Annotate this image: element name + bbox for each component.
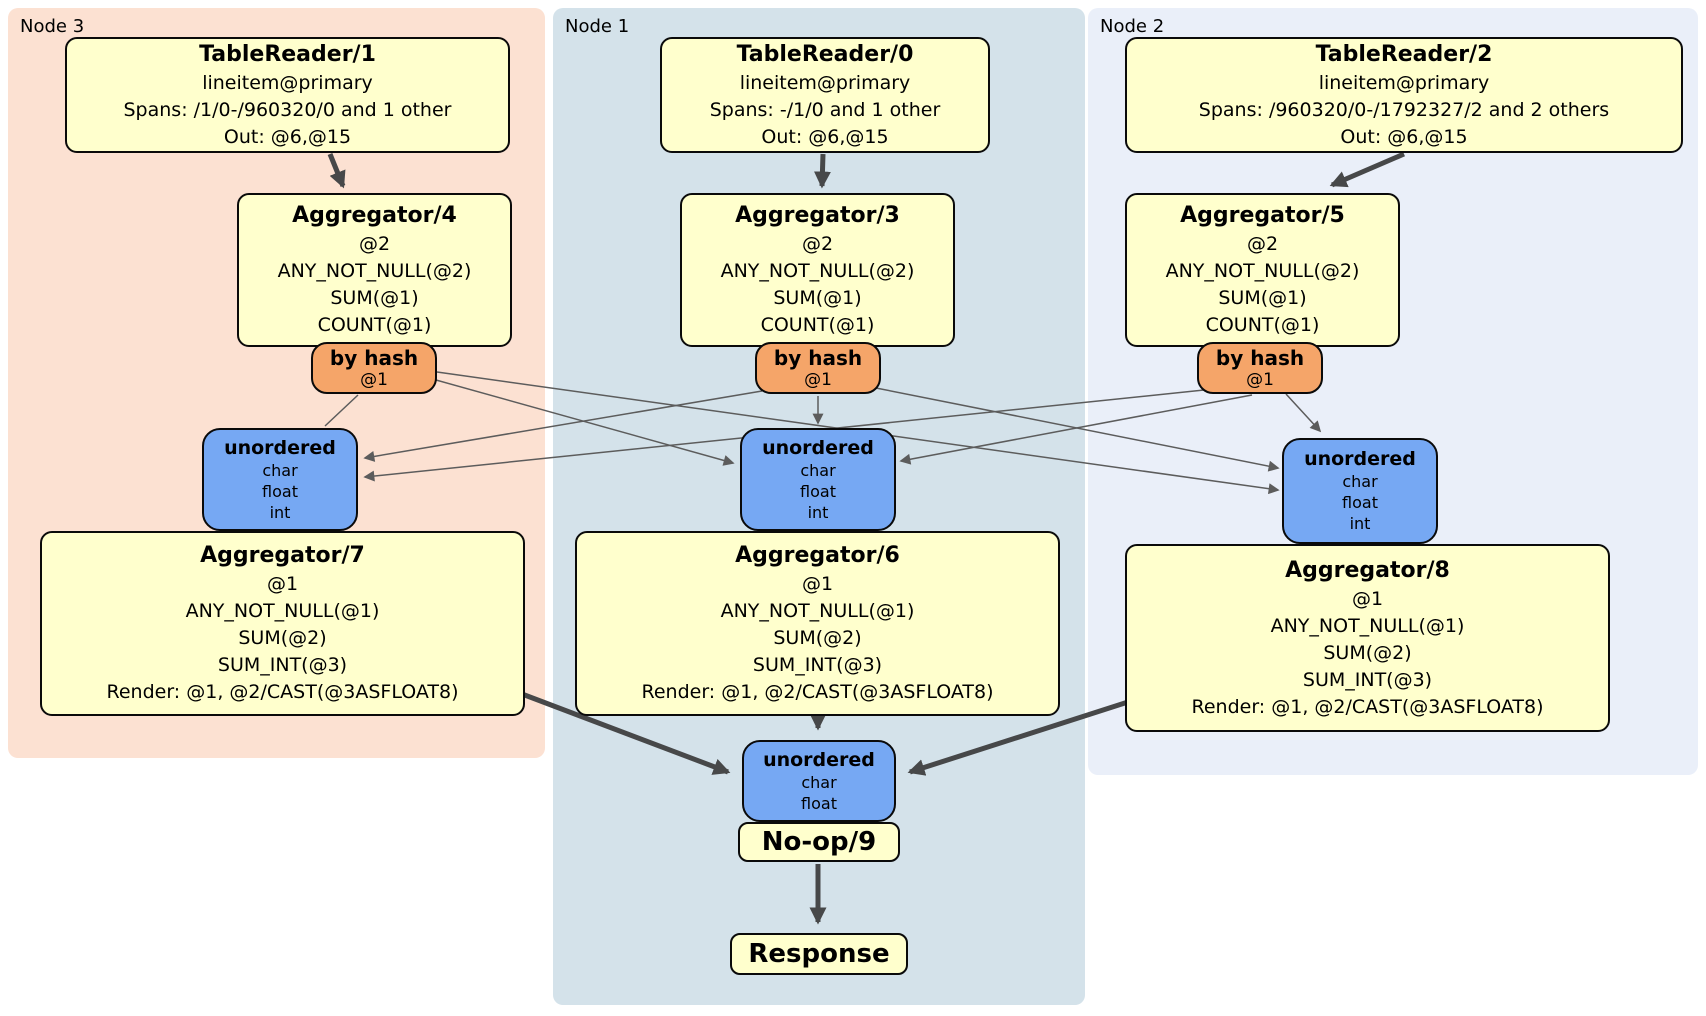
processor-agg-line: SUM_INT(@3) bbox=[217, 654, 348, 676]
processor-agg-line: SUM(@2) bbox=[238, 627, 327, 649]
processor-agg-line: SUM(@2) bbox=[773, 627, 862, 649]
processor-groupcols-line: @2 bbox=[358, 233, 391, 255]
processor-out-line: Out: @6,@15 bbox=[223, 125, 352, 148]
sync-title: unordered bbox=[762, 436, 874, 459]
processor-index-line: lineitem@primary bbox=[739, 71, 911, 94]
processor-aggregator-3: Aggregator/3 @2 ANY_NOT_NULL(@2) SUM(@1)… bbox=[680, 193, 955, 347]
processor-aggregator-5: Aggregator/5 @2 ANY_NOT_NULL(@2) SUM(@1)… bbox=[1125, 193, 1400, 347]
edge-tablereader0-aggregator3 bbox=[813, 153, 831, 189]
edge-byhash5-unordered6 bbox=[899, 394, 1253, 465]
processor-noop-9: No-op/9 bbox=[738, 822, 900, 862]
processor-title: Aggregator/7 bbox=[200, 543, 365, 568]
processor-aggregator-8: Aggregator/8 @1 ANY_NOT_NULL(@1) SUM(@2)… bbox=[1125, 544, 1610, 732]
router-columns: @1 bbox=[804, 369, 832, 390]
sync-unordered-node3: unordered char float int bbox=[202, 428, 358, 531]
sync-type-line: int bbox=[807, 502, 829, 522]
router-columns: @1 bbox=[360, 369, 388, 390]
edge-aggregator7-unordered-final bbox=[521, 691, 731, 775]
router-title: by hash bbox=[329, 345, 419, 370]
processor-spans-line: Spans: /960320/0-/1792327/2 and 2 others bbox=[1198, 98, 1610, 121]
edge-tablereader1-aggregator4 bbox=[327, 153, 346, 189]
edge-aggregator8-unordered-final bbox=[907, 699, 1129, 776]
sync-type-line: char bbox=[800, 460, 836, 480]
router-columns: @1 bbox=[1246, 369, 1274, 390]
node2-label: Node 2 bbox=[1100, 16, 1165, 37]
edge-byhash4-unordered7 bbox=[324, 394, 359, 427]
node3-label: Node 3 bbox=[20, 16, 85, 37]
processor-tablereader-0: TableReader/0 lineitem@primary Spans: -/… bbox=[660, 37, 990, 153]
processor-title: Aggregator/5 bbox=[1180, 203, 1345, 228]
edge-tablereader2-aggregator5 bbox=[1329, 151, 1405, 188]
sync-type-line: char bbox=[262, 460, 298, 480]
processor-groupcols-line: @2 bbox=[801, 233, 834, 255]
processor-agg-line: SUM(@1) bbox=[330, 287, 419, 309]
processor-title: Aggregator/6 bbox=[735, 543, 900, 568]
processor-aggregator-4: Aggregator/4 @2 ANY_NOT_NULL(@2) SUM(@1)… bbox=[237, 193, 512, 347]
sync-type-line: float bbox=[1342, 493, 1378, 512]
sync-type-line: int bbox=[269, 502, 291, 522]
processor-agg-line: ANY_NOT_NULL(@1) bbox=[720, 600, 915, 622]
processor-tablereader-2: TableReader/2 lineitem@primary Spans: /9… bbox=[1125, 37, 1683, 153]
processor-agg-line: SUM(@1) bbox=[1218, 287, 1307, 309]
processor-out-line: Out: @6,@15 bbox=[761, 125, 889, 148]
sync-type-line: char bbox=[801, 772, 837, 792]
sync-type-line: float bbox=[262, 481, 298, 501]
sync-unordered-node2: unordered char float int bbox=[1282, 438, 1438, 544]
processor-agg-line: ANY_NOT_NULL(@2) bbox=[720, 260, 915, 282]
processor-title: Aggregator/4 bbox=[292, 203, 457, 228]
processor-index-line: lineitem@primary bbox=[202, 71, 373, 94]
processor-tablereader-1: TableReader/1 lineitem@primary Spans: /1… bbox=[65, 37, 510, 153]
sync-title: unordered bbox=[763, 748, 875, 771]
sync-type-line: float bbox=[801, 793, 837, 813]
processor-render-line: Render: @1, @2/CAST(@3ASFLOAT8) bbox=[1191, 695, 1544, 718]
sync-unordered-final: unordered char float bbox=[742, 740, 896, 822]
processor-agg-line: COUNT(@1) bbox=[760, 314, 875, 336]
node1-label: Node 1 bbox=[565, 16, 630, 37]
processor-aggregator-7: Aggregator/7 @1 ANY_NOT_NULL(@1) SUM(@2)… bbox=[40, 531, 525, 716]
processor-agg-line: ANY_NOT_NULL(@2) bbox=[1165, 260, 1360, 282]
router-by-hash-4: by hash @1 bbox=[311, 342, 437, 394]
processor-groupcols-line: @1 bbox=[266, 573, 299, 595]
processor-aggregator-6: Aggregator/6 @1 ANY_NOT_NULL(@1) SUM(@2)… bbox=[575, 531, 1060, 716]
router-title: by hash bbox=[773, 345, 863, 370]
sync-type-line: int bbox=[1349, 514, 1371, 533]
processor-render-line: Render: @1, @2/CAST(@3ASFLOAT8) bbox=[106, 681, 459, 703]
router-title: by hash bbox=[1215, 345, 1305, 370]
sync-title: unordered bbox=[1304, 448, 1416, 470]
sync-type-line: char bbox=[1342, 472, 1378, 491]
sync-title: unordered bbox=[224, 436, 336, 459]
processor-out-line: Out: @6,@15 bbox=[1340, 125, 1468, 148]
processor-agg-line: ANY_NOT_NULL(@1) bbox=[185, 600, 380, 622]
processor-groupcols-line: @2 bbox=[1246, 233, 1279, 255]
processor-agg-line: COUNT(@1) bbox=[1205, 314, 1320, 336]
edge-byhash3-unordered7 bbox=[363, 390, 763, 462]
processor-agg-line: SUM(@1) bbox=[773, 287, 862, 309]
processor-title: TableReader/2 bbox=[1315, 41, 1493, 67]
processor-agg-line: ANY_NOT_NULL(@1) bbox=[1270, 614, 1465, 637]
processor-agg-line: SUM_INT(@3) bbox=[752, 654, 883, 676]
processor-title: TableReader/0 bbox=[736, 41, 914, 67]
processor-index-line: lineitem@primary bbox=[1318, 71, 1490, 94]
processor-agg-line: SUM(@2) bbox=[1323, 641, 1412, 664]
sync-type-line: float bbox=[800, 481, 836, 501]
router-by-hash-3: by hash @1 bbox=[755, 342, 881, 394]
processor-title: Aggregator/3 bbox=[735, 203, 900, 228]
processor-spans-line: Spans: /1/0-/960320/0 and 1 other bbox=[123, 98, 452, 121]
processor-agg-line: COUNT(@1) bbox=[317, 314, 432, 336]
processor-agg-line: SUM_INT(@3) bbox=[1302, 668, 1433, 691]
processor-render-line: Render: @1, @2/CAST(@3ASFLOAT8) bbox=[641, 681, 994, 703]
processor-title: TableReader/1 bbox=[199, 41, 376, 67]
processor-spans-line: Spans: -/1/0 and 1 other bbox=[709, 98, 941, 121]
processor-title: Aggregator/8 bbox=[1285, 557, 1450, 583]
response-box: Response bbox=[730, 933, 908, 975]
router-by-hash-5: by hash @1 bbox=[1197, 342, 1323, 394]
processor-agg-line: ANY_NOT_NULL(@2) bbox=[277, 260, 472, 282]
sync-unordered-node1: unordered char float int bbox=[740, 428, 896, 531]
processor-groupcols-line: @1 bbox=[801, 573, 834, 595]
processor-groupcols-line: @1 bbox=[1351, 587, 1384, 610]
edge-byhash5-unordered8 bbox=[1285, 393, 1322, 433]
